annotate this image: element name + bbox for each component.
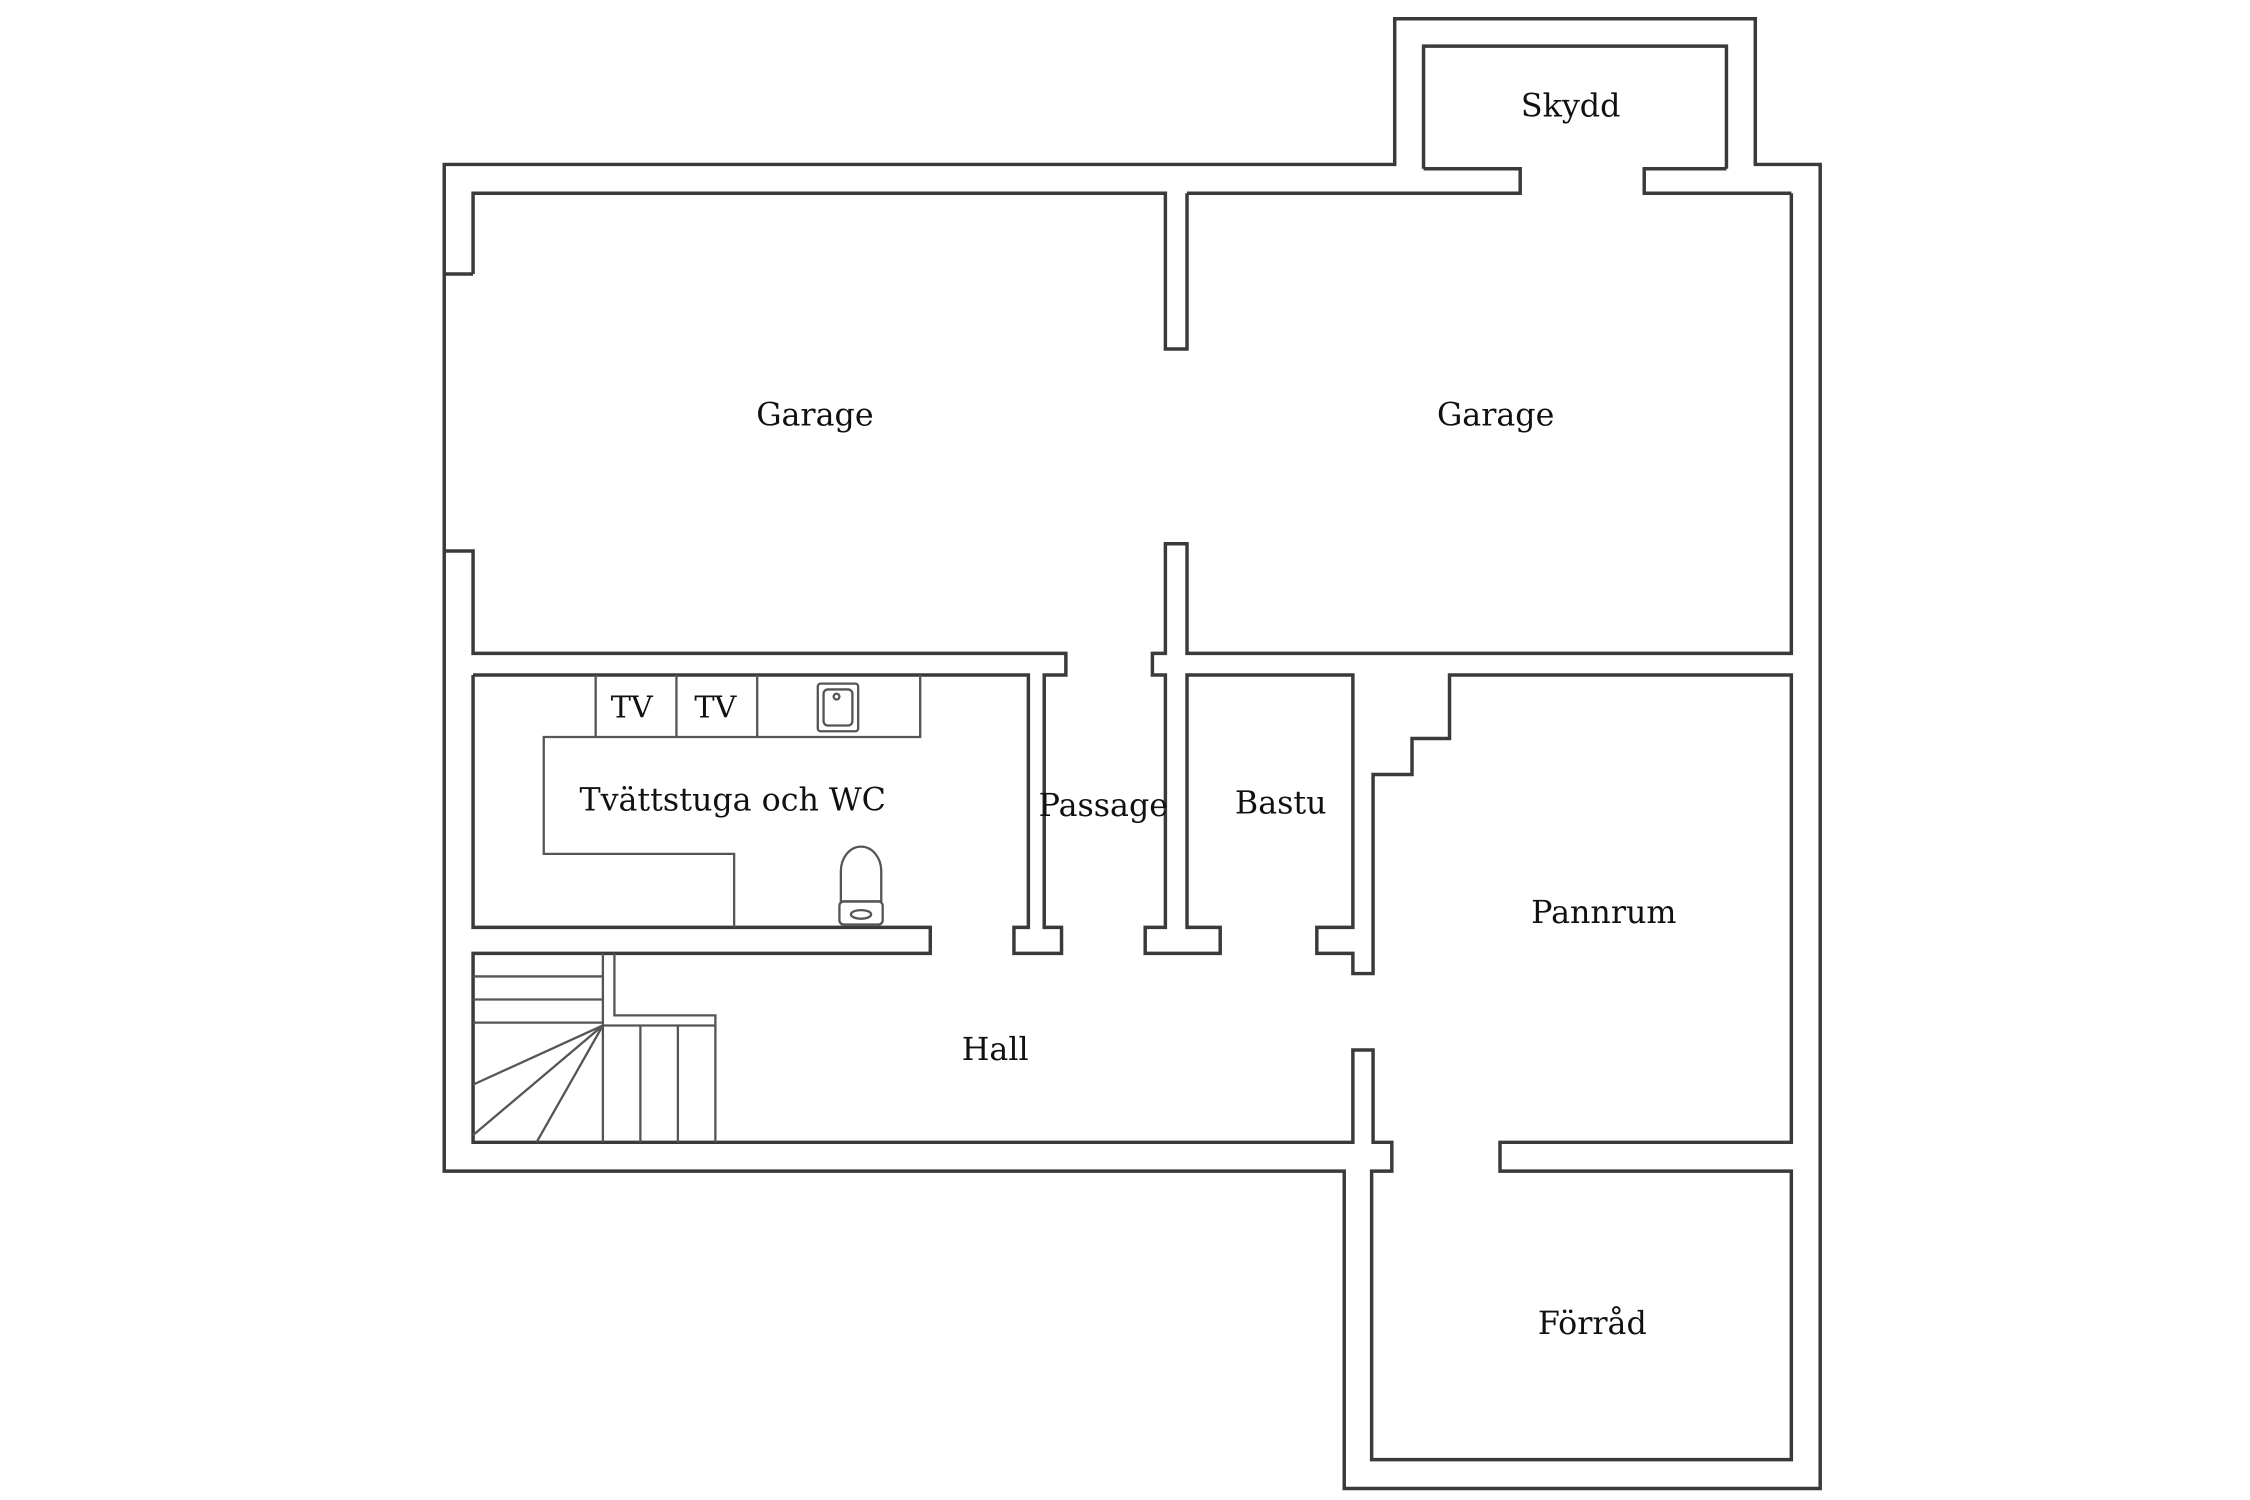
- room-label-skydd: Skydd: [1521, 89, 1620, 125]
- skydd-wall-left-stub: [1187, 167, 1522, 195]
- garage-right-inner-wall: [471, 193, 1794, 1462]
- garage-left-inner-wall: [471, 191, 1189, 351]
- staircase-icon: [472, 953, 717, 1143]
- room-label-passage: Passage: [1039, 788, 1168, 824]
- toilet-icon: [838, 845, 884, 926]
- skydd-room: [1187, 44, 1792, 195]
- skydd-wall-right-stub: [1642, 167, 1792, 195]
- room-label-garage-right: Garage: [1437, 397, 1554, 433]
- sink-icon: [816, 682, 860, 733]
- room-label-pannrum: Pannrum: [1531, 895, 1676, 931]
- garage-left-lower-wall: [444, 549, 1068, 956]
- fixture-label-tv-1: TV: [611, 691, 654, 726]
- room-label-garage-left: Garage: [756, 397, 873, 433]
- room-label-bastu: Bastu: [1235, 785, 1327, 821]
- fixture-label-tv-2: TV: [694, 691, 737, 726]
- room-label-tvattstuga: Tvättstuga och WC: [579, 782, 885, 818]
- outer-walls: [442, 17, 1822, 1491]
- laundry-counter: [542, 675, 922, 928]
- skydd-inner-wall: [1421, 44, 1729, 169]
- room-label-forrad: Förråd: [1538, 1306, 1647, 1342]
- laundry-bench: [542, 735, 736, 928]
- garage-right-room: [471, 193, 1794, 1462]
- garage-left-room: [444, 191, 1189, 956]
- outer-wall-outline: [442, 17, 1822, 1491]
- room-label-hall: Hall: [962, 1032, 1029, 1068]
